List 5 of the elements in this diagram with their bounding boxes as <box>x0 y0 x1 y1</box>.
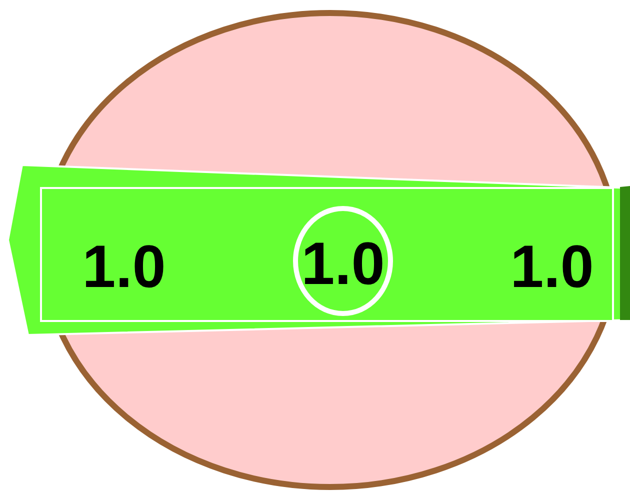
value-label: 1.0 <box>82 237 166 297</box>
band-box <box>40 187 614 322</box>
value-label: 1.0 <box>301 234 385 294</box>
ring-marker <box>293 206 393 316</box>
value-label: 1.0 <box>510 237 594 297</box>
